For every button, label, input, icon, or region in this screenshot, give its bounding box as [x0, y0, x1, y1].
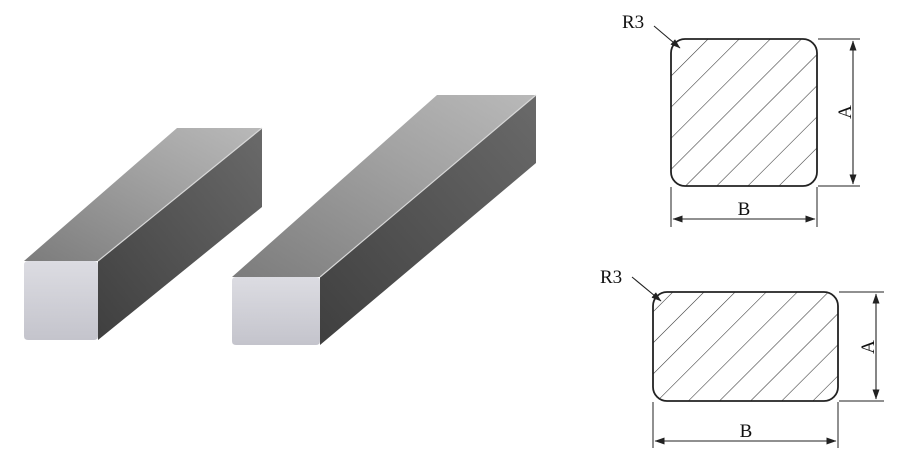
- square-section-drawing: [653, 25, 860, 227]
- square-bar-top-face: [24, 128, 262, 261]
- square-bar-render: [24, 127, 263, 340]
- square-bar-side-face: [98, 128, 262, 340]
- rectangular-bar-render: [232, 94, 537, 345]
- rectangular-section-hatch: [653, 292, 838, 401]
- rectangular-bar-edge-highlight: [319, 94, 537, 278]
- rectangular-section-drawing: [631, 276, 884, 448]
- rectangular-height-label: A: [858, 340, 879, 354]
- rectangular-bar-front-face: [232, 277, 320, 345]
- square-section-outline: [670, 38, 818, 187]
- rectangular-radius-leader: [631, 276, 662, 302]
- rectangular-bar-top-face: [232, 95, 536, 277]
- square-width-label: B: [738, 199, 751, 220]
- rectangular-width-label: B: [740, 421, 753, 442]
- rectangular-radius-label: R3: [600, 267, 622, 288]
- square-radius-leader: [653, 25, 681, 49]
- square-bar-front-face: [24, 261, 98, 340]
- rectangular-section-outline: [652, 291, 839, 402]
- square-radius-label: R3: [622, 12, 644, 33]
- rectangular-bar-side-face: [320, 95, 536, 345]
- square-height-label: A: [835, 105, 856, 119]
- square-bar-edge-highlight: [97, 127, 263, 262]
- square-section-hatch: [671, 39, 817, 186]
